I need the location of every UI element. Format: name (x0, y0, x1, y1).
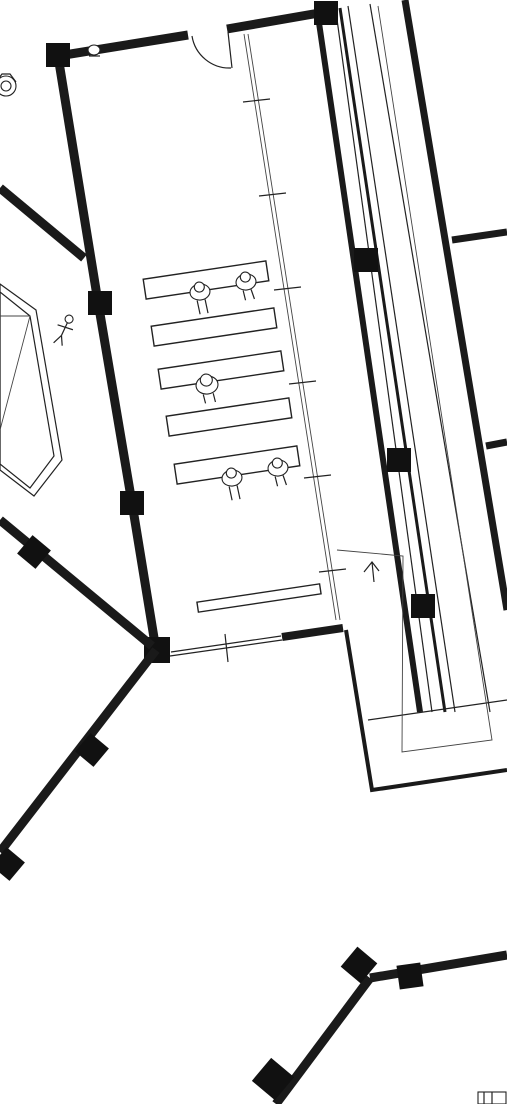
seated-person-icon (195, 373, 219, 404)
ramp-outer-wall (401, 0, 507, 611)
diagonal-wall-south (0, 516, 155, 650)
seated-person-icon (189, 281, 211, 315)
west-structure (0, 73, 155, 650)
partition-mullion (273, 286, 302, 291)
column (88, 291, 112, 315)
ramp-direction-line (336, 5, 493, 753)
ramp-rail-b (347, 5, 456, 713)
seated-person-icon (221, 467, 243, 501)
partition-mullion (318, 568, 347, 573)
column (396, 962, 424, 990)
southwest-walls (0, 647, 160, 881)
ramp-edge-east (369, 3, 491, 713)
column (75, 733, 109, 767)
door-arc (191, 35, 232, 69)
column (17, 535, 51, 569)
bench (150, 307, 278, 347)
column (387, 448, 411, 472)
ramp-landing-outline (344, 629, 507, 793)
bottom-wall-east (369, 950, 507, 983)
standing-person-icon (53, 314, 74, 346)
bottom-wall-diagonal (272, 975, 374, 1104)
partition-mullion (303, 474, 332, 479)
column (314, 1, 338, 25)
column (251, 1057, 295, 1101)
partition-line-2 (247, 33, 341, 621)
partition-mullion (242, 98, 271, 103)
person-icon (87, 44, 101, 57)
ramp-arrow-icon (363, 561, 380, 573)
column (0, 847, 25, 881)
hex-room-inner (0, 291, 55, 489)
east-walls (451, 228, 507, 450)
seated-person-icon (235, 271, 257, 301)
door-leaf (227, 31, 233, 69)
diagonal-wall-north (0, 184, 87, 262)
column (411, 594, 435, 618)
benches (142, 260, 322, 613)
partition-line-1 (243, 33, 337, 621)
seated-figures (87, 44, 289, 501)
ramp-inner-wall (315, 15, 423, 713)
column (354, 248, 378, 272)
partition-mullion (258, 192, 287, 197)
ramp-arrow-shaft (371, 561, 375, 583)
bench (165, 397, 293, 437)
bench (196, 583, 322, 613)
glazed-partition (242, 33, 347, 621)
east-wall-upper (451, 228, 507, 244)
entrance-mullion (224, 633, 229, 663)
hall-north-wall (226, 7, 326, 34)
column (46, 43, 70, 67)
landing-edge (367, 699, 507, 721)
door-swing (191, 31, 233, 69)
bottom-structure (251, 946, 507, 1104)
columns (46, 1, 435, 663)
partition-mullion (288, 380, 317, 385)
hall-south-wall-segment (281, 624, 344, 641)
hex-room-outer (0, 283, 63, 497)
bench (157, 350, 285, 390)
ramp-structure (315, 0, 507, 793)
column (120, 491, 144, 515)
column (340, 946, 378, 984)
east-wall-lower (485, 438, 507, 450)
seated-person-icon (267, 457, 289, 487)
furniture-icon (477, 1091, 507, 1104)
potted-plant-icon (0, 73, 17, 97)
hex-room-detail (0, 315, 31, 431)
